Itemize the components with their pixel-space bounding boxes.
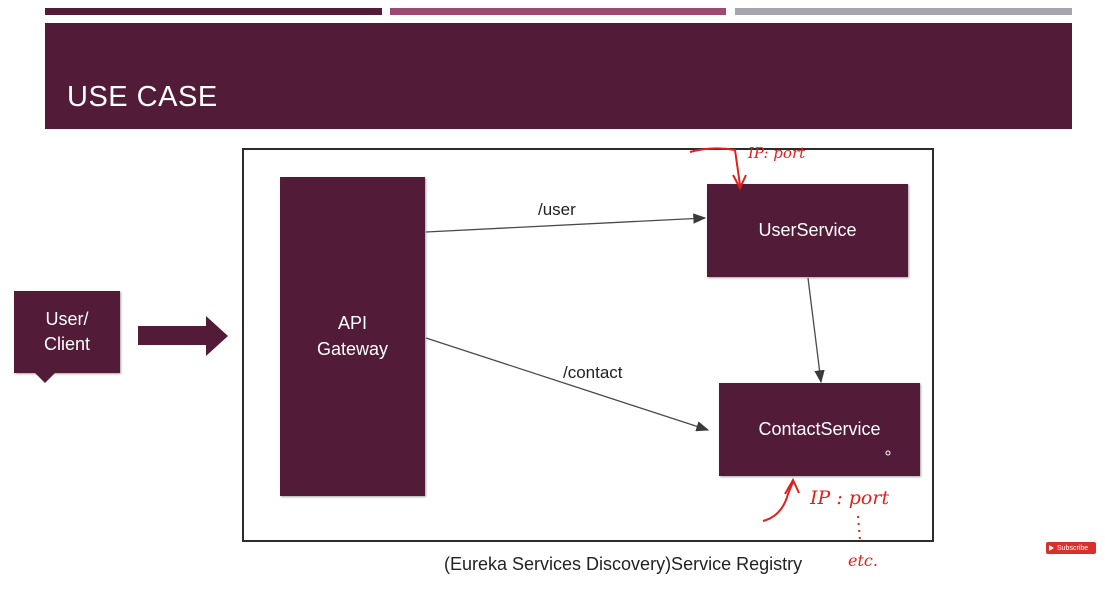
contact-service-label: ContactService — [758, 418, 881, 439]
ink-top-note: IP: port — [747, 144, 806, 162]
client-label: User/ Client — [43, 308, 91, 354]
route-contact-label: /contact — [563, 363, 623, 382]
client-callout: User/ Client — [14, 291, 120, 373]
client-callout-tail — [34, 372, 56, 383]
accent-bar-1 — [45, 8, 382, 15]
ink-etc-note: etc. — [848, 551, 878, 570]
cursor-dot — [885, 450, 891, 456]
ink-dots — [857, 515, 861, 541]
ink-bottom-note: IP : port — [809, 487, 889, 509]
api-gateway-box: API Gateway — [280, 177, 425, 496]
ink-bottom-arrow — [762, 481, 794, 522]
api-gateway-label: API Gateway — [316, 313, 389, 359]
client-arrow-shaft — [138, 326, 208, 345]
service-registry-frame — [242, 148, 934, 542]
subscribe-label: Subscribe — [1057, 544, 1089, 552]
ink-top-arrowhead — [732, 174, 747, 191]
slide-title: USE CASE — [67, 81, 218, 113]
ink-bottom-arrowhead — [784, 477, 800, 495]
edge-gateway-userservice — [425, 213, 707, 233]
play-icon — [1049, 545, 1054, 551]
user-service-box: UserService — [707, 184, 908, 277]
slide-header: USE CASE — [45, 23, 1072, 129]
service-registry-caption: (Eureka Services Discovery)Service Regis… — [444, 554, 803, 574]
subscribe-button[interactable]: Subscribe — [1046, 542, 1096, 554]
edge-userservice-contactservice — [807, 277, 825, 384]
user-service-label: UserService — [758, 219, 857, 240]
accent-bar-2 — [390, 8, 726, 15]
accent-bar-3 — [735, 8, 1072, 15]
client-arrow-head — [206, 316, 228, 356]
edge-gateway-contactservice — [425, 337, 710, 432]
contact-service-box: ContactService — [719, 383, 920, 476]
ink-top-arrow — [689, 147, 741, 186]
route-user-label: /user — [538, 200, 576, 219]
